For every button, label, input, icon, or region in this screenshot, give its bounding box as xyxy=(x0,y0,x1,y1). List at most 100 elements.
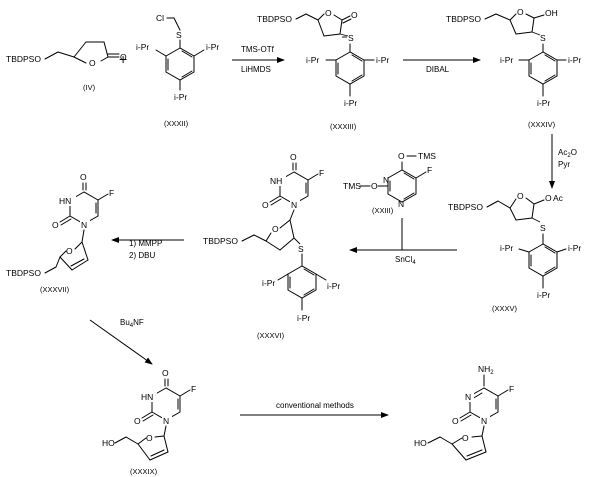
carbonyl-oxygen: O xyxy=(120,52,127,62)
compound-final-product-structure: NH2 F N O N HO O xyxy=(414,364,514,461)
ring-nitrogen: N xyxy=(383,175,389,185)
sulfur-label: S xyxy=(540,33,546,43)
reaction-arrow-step-3: Ac2O Pyr xyxy=(549,134,577,189)
ring-nitrogen: N xyxy=(465,392,471,402)
isopropyl-label: i-Pr xyxy=(376,55,389,65)
tbdpso-label: TBDPSO xyxy=(257,14,292,24)
tbdpso-label: TBDPSO xyxy=(6,54,41,64)
reaction-arrow-step-7: conventional methods xyxy=(240,401,389,418)
carbonyl-oxygen: O xyxy=(452,416,459,426)
ether-oxygen: O xyxy=(371,181,378,191)
isopropyl-label: i-Pr xyxy=(568,55,581,65)
hydroxyl-label: HO xyxy=(414,438,427,448)
fluorine-label: F xyxy=(319,168,324,178)
reagent-tmsotf: TMS-OTf xyxy=(241,45,275,54)
compound-label-xxxii: (XXXII) xyxy=(164,119,189,128)
acetyl-label: Ac xyxy=(553,193,564,203)
carbonyl-oxygen: O xyxy=(351,10,358,20)
carbonyl-oxygen: O xyxy=(134,416,141,426)
tms-label: TMS xyxy=(418,151,436,161)
carbonyl-oxygen: O xyxy=(290,152,297,162)
ring-oxygen: O xyxy=(517,7,524,17)
isopropyl-label: i-Pr xyxy=(174,92,187,102)
compound-label-xxxiii: (XXXIII) xyxy=(330,122,357,131)
chlorine-label: Cl xyxy=(156,13,164,23)
sulfur-label: S xyxy=(298,244,304,254)
reagent-dbu: 2) DBU xyxy=(129,251,155,260)
reagent-acetic-anhydride: Ac2O xyxy=(558,148,577,159)
reaction-arrow-step-6: Bu4NF xyxy=(89,318,153,365)
ether-oxygen: O xyxy=(398,151,405,161)
isopropyl-label: i-Pr xyxy=(206,42,219,52)
compound-label-xxxiv: (XXXIV) xyxy=(528,120,556,129)
fluorine-label: F xyxy=(427,165,432,175)
ring-nitrogen: N xyxy=(291,200,297,210)
isopropyl-label: i-Pr xyxy=(500,55,513,65)
carbonyl-oxygen: O xyxy=(52,220,59,230)
ring-nitrogen: N xyxy=(398,199,404,209)
reaction-arrow-step-1: TMS-OTf LiHMDS xyxy=(232,45,285,74)
compound-xxxv-structure: TBDPSO O O Ac S i-Pr i-Pr i-Pr (XXXV) xyxy=(448,191,581,313)
isopropyl-label: i-Pr xyxy=(537,290,550,300)
compound-xxxvi-structure: O F NH O N TBDPSO O S i-Pr i- xyxy=(203,152,340,340)
acetoxy-oxygen: O xyxy=(545,193,552,203)
ring-oxygen: O xyxy=(325,8,332,18)
carbonyl-oxygen: O xyxy=(80,172,87,182)
isopropyl-label: i-Pr xyxy=(568,243,581,253)
tbdpso-label: TBDPSO xyxy=(6,268,41,278)
reaction-arrow-step-4: SnCl4 xyxy=(349,218,457,266)
sulfur-label: S xyxy=(348,33,354,43)
reaction-arrow-step-5: 1) MMPP 2) DBU xyxy=(111,237,184,260)
compound-xxiii-structure: TMS O F N N O TMS (XXIII) xyxy=(343,151,436,215)
isopropyl-label: i-Pr xyxy=(262,278,275,288)
ring-nh: NH xyxy=(270,176,282,186)
compound-xxxiv-structure: TBDPSO O OH S i-Pr i-Pr i-Pr (XXXIV) xyxy=(446,7,581,129)
compound-xxxiii-structure: TBDPSO O O S i-Pr i-Pr i-Pr (XXXIII) xyxy=(257,8,389,131)
sulfur-label: S xyxy=(176,30,182,40)
isopropyl-label: i-Pr xyxy=(306,55,319,65)
carbonyl-oxygen: O xyxy=(162,368,169,378)
tbdpso-label: TBDPSO xyxy=(448,202,483,212)
reagent-mmpp: 1) MMPP xyxy=(129,239,162,248)
tbdpso-label: TBDPSO xyxy=(203,236,238,246)
ring-nitrogen: N xyxy=(163,416,169,426)
compound-label-xxxv: (XXXV) xyxy=(492,304,518,313)
ring-hn: HN xyxy=(141,392,153,402)
hydroxyl-label: OH xyxy=(545,8,558,18)
reagent-tin-chloride: SnCl4 xyxy=(395,255,416,266)
ring-oxygen: O xyxy=(272,224,279,234)
ring-hn: HN xyxy=(59,196,71,206)
ring-nitrogen: N xyxy=(81,220,87,230)
tms-label: TMS xyxy=(343,181,361,191)
reagent-pyridine: Pyr xyxy=(558,160,570,169)
compound-iv-structure: TBDPSO O O (IV) xyxy=(6,41,127,92)
compound-xxxix-structure: O F HN O N HO O (XXXIX) xyxy=(102,368,196,476)
isopropyl-label: i-Pr xyxy=(500,243,513,253)
fluorine-label: F xyxy=(191,384,196,394)
ring-oxygen: O xyxy=(462,433,469,443)
reagent-conventional-methods: conventional methods xyxy=(276,401,354,410)
ring-oxygen: O xyxy=(517,191,524,201)
compound-label-xxxvii: (XXXVII) xyxy=(40,285,70,294)
isopropyl-label: i-Pr xyxy=(537,98,550,108)
carbonyl-oxygen: O xyxy=(262,200,269,210)
ring-nitrogen: N xyxy=(481,416,487,426)
compound-label-xxiii: (XXIII) xyxy=(372,206,394,215)
fluorine-label: F xyxy=(109,188,114,198)
fluorine-label: F xyxy=(509,384,514,394)
tbdpso-label: TBDPSO xyxy=(446,14,481,24)
compound-xxxii-structure: Cl S i-Pr i-Pr i-Pr (XXXII) xyxy=(136,13,219,128)
ring-oxygen: O xyxy=(146,433,153,443)
reagent-lihmds: LiHMDS xyxy=(241,65,271,74)
compound-label-xxxvi: (XXXVI) xyxy=(257,331,285,340)
sulfur-label: S xyxy=(540,223,546,233)
reaction-arrow-step-2: DIBAL xyxy=(403,57,481,74)
amino-label: NH2 xyxy=(478,364,494,376)
compound-label-xxxix: (XXXIX) xyxy=(130,467,158,476)
plus-sign: + xyxy=(119,51,127,67)
reagent-tbaf: Bu4NF xyxy=(120,318,144,329)
isopropyl-label: i-Pr xyxy=(344,98,357,108)
reagent-dibal: DIBAL xyxy=(426,65,450,74)
hydroxyl-label: HO xyxy=(102,438,115,448)
